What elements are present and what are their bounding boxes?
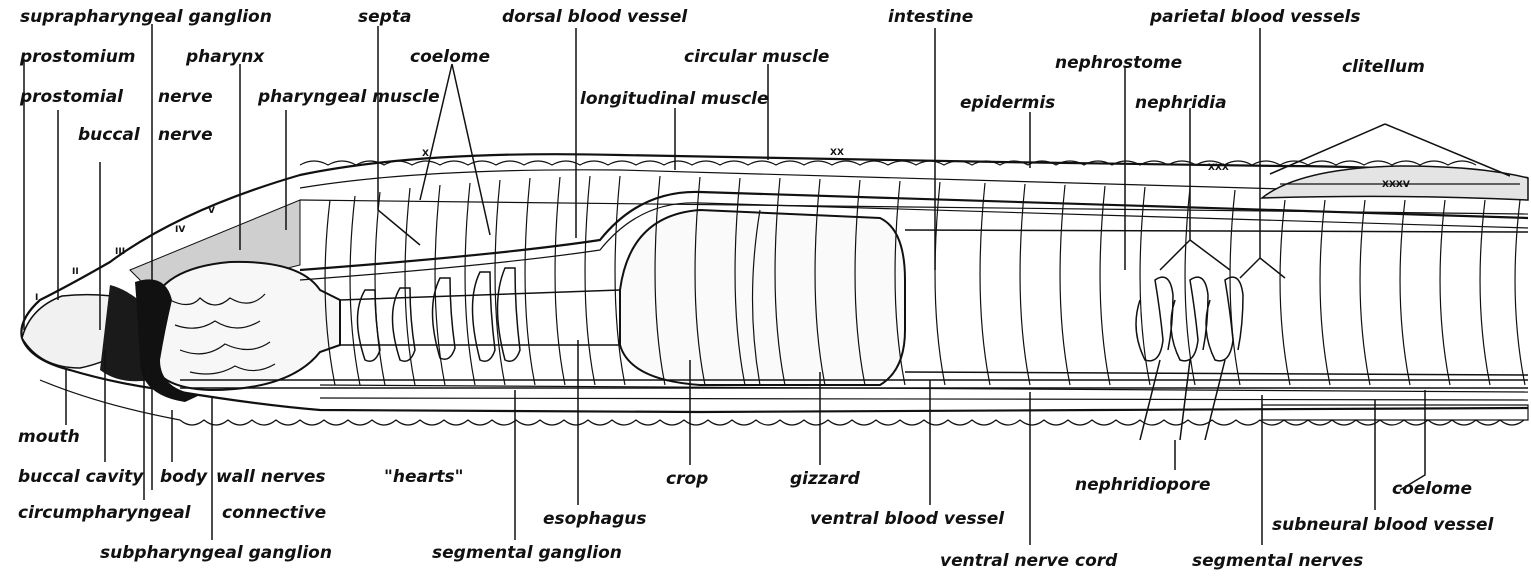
nephridia-coils <box>1136 277 1243 440</box>
label-ventral-nerve-cord: ventral nerve cord <box>940 551 1118 571</box>
label-mouth: mouth <box>18 427 80 447</box>
segment-number-3: III <box>115 247 125 257</box>
label-prostomial: prostomial <box>19 87 124 107</box>
label-subneural-blood-vessel: subneural blood vessel <box>1272 515 1495 535</box>
label-epidermis: epidermis <box>960 93 1055 113</box>
label-longitudinal-muscle: longitudinal muscle <box>580 89 769 109</box>
segment-number-1: I <box>35 293 38 303</box>
segment-number-4: IV <box>175 225 185 235</box>
label-coelome-top: coelome <box>410 47 490 67</box>
crop-gizzard-organ <box>620 210 905 385</box>
label-subpharyngeal-ganglion: subpharyngeal ganglion <box>100 543 332 563</box>
label-suprapharyngeal-ganglion: suprapharyngeal ganglion <box>20 7 272 27</box>
label-segmental-nerves: segmental nerves <box>1192 551 1363 571</box>
label-buccal-cavity: buccal cavity <box>18 467 144 487</box>
label-segmental-ganglion: segmental ganglion <box>432 543 622 563</box>
label-coelome-bottom: coelome <box>1392 479 1472 499</box>
label-septa: septa <box>358 7 411 27</box>
label-buccal: buccal <box>78 125 141 145</box>
segment-number-30: XXX <box>1208 163 1229 173</box>
label-body: body <box>160 467 208 487</box>
label-prostomium: prostomium <box>19 47 136 67</box>
segment-number-20: XX <box>830 148 844 158</box>
label-circumpharyngeal: circumpharyngeal <box>18 503 192 523</box>
label-pharyngeal-muscle: pharyngeal muscle <box>257 87 440 107</box>
label-connective: connective <box>222 503 326 523</box>
label-nerve-1: nerve <box>158 87 213 107</box>
segment-number-5: V <box>208 206 215 216</box>
label-gizzard: gizzard <box>790 469 861 489</box>
label-circular-muscle: circular muscle <box>684 47 829 67</box>
segment-number-10: X <box>422 149 429 159</box>
label-esophagus: esophagus <box>543 509 646 529</box>
label-clitellum: clitellum <box>1342 57 1425 77</box>
label-parietal-blood-vessels: parietal blood vessels <box>1149 7 1361 27</box>
label-hearts: "hearts" <box>384 467 463 487</box>
label-pharynx: pharynx <box>185 47 265 67</box>
worm-body: I II III IV V X XX XXX XXXV <box>21 148 1528 440</box>
label-nephridiopore: nephridiopore <box>1075 475 1211 495</box>
segment-number-35: XXXV <box>1382 180 1410 190</box>
label-intestine: intestine <box>888 7 973 27</box>
label-nephrostome: nephrostome <box>1055 53 1182 73</box>
label-wall-nerves: wall nerves <box>216 467 326 487</box>
label-crop: crop <box>666 469 708 489</box>
label-ventral-blood-vessel: ventral blood vessel <box>810 509 1005 529</box>
segment-number-2: II <box>72 267 79 277</box>
label-nerve-2: nerve <box>158 125 213 145</box>
label-dorsal-blood-vessel: dorsal blood vessel <box>502 7 688 27</box>
label-nephridia: nephridia <box>1135 93 1227 113</box>
